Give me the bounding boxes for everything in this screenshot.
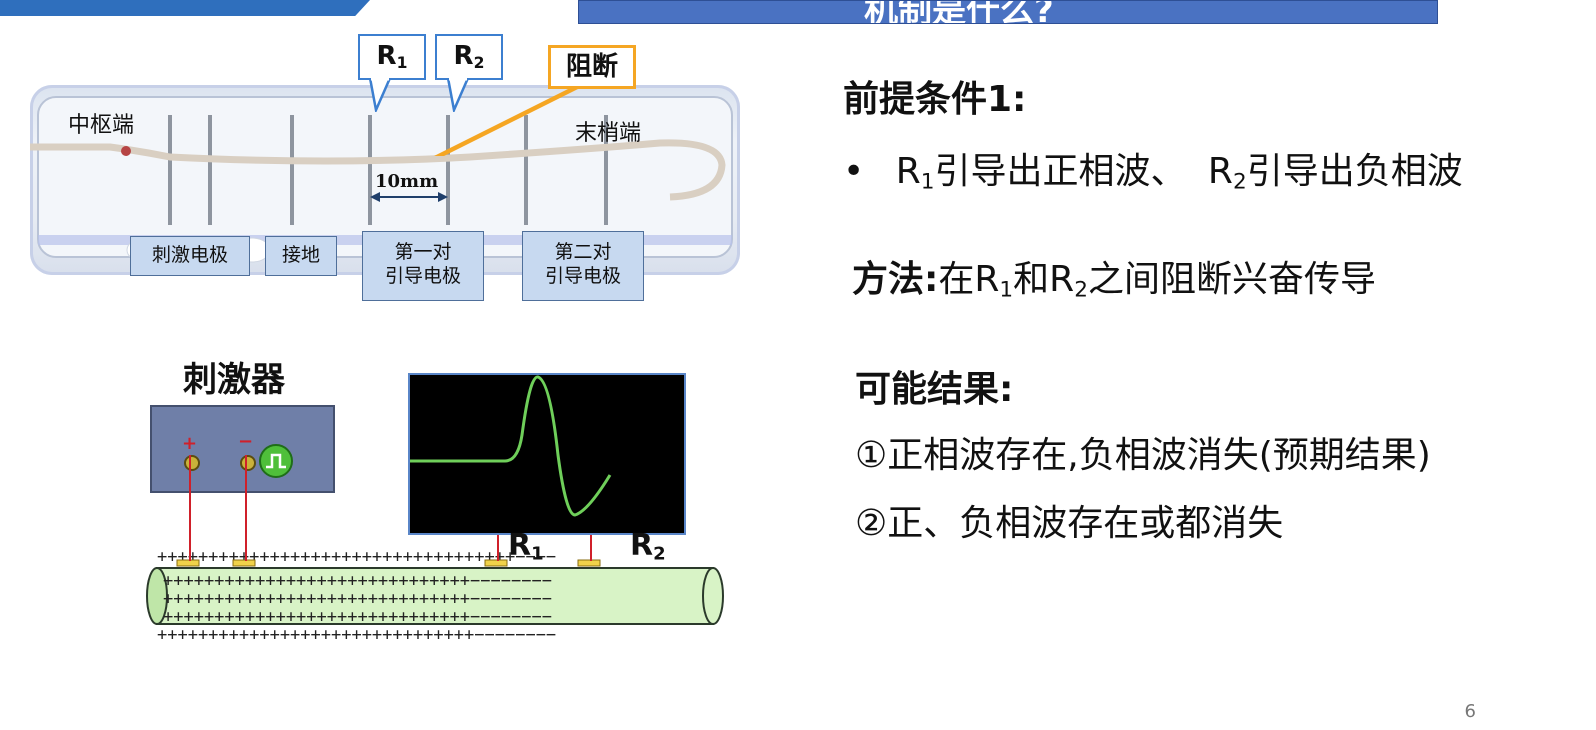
r2-callout-pointer	[446, 78, 470, 112]
schematic-r1-label: R1	[508, 528, 544, 565]
ground-electrode-label: 接地	[265, 236, 337, 276]
nerve-chamber-photo: 中枢端 末梢端 10mm	[30, 85, 740, 275]
premise-bullet: • R1引导出正相波、 R2引导出负相波	[843, 151, 1463, 195]
lead-pair1-label: 第一对 引导电极	[362, 231, 484, 301]
schematic-r2-label: R2	[630, 528, 666, 565]
nerve-fiber	[30, 139, 726, 201]
central-end-label: 中枢端	[68, 113, 135, 138]
minus-terminal-label: −	[238, 431, 254, 452]
svg-text:++++++++++++++++++++++++++++++: +++++++++++++++++++++++++++++++++++−−−−	[157, 547, 556, 567]
electrode-rods	[168, 115, 608, 225]
plus-terminal-label: +	[182, 433, 198, 454]
slide-title: 机制是什么?	[864, 0, 1054, 24]
svg-text:++++++++++++++++++++++++++++++: ++++++++++++++++++++++++++++++−−−−−−−−	[163, 589, 552, 609]
result-1: ①正相波存在,负相波消失(预期结果)	[855, 435, 1431, 476]
lead-pair2-line1: 第二对	[554, 241, 612, 263]
peripheral-end-label: 末梢端	[575, 121, 642, 146]
lead-wires	[189, 455, 592, 561]
distance-label: 10mm	[375, 171, 439, 192]
svg-text:++++++++++++++++++++++++++++++: ++++++++++++++++++++++++++++++−−−−−−−−	[163, 571, 552, 591]
oscilloscope-screen	[408, 373, 686, 535]
svg-text:++++++++++++++++++++++++++++++: ++++++++++++++++++++++++++++++−−−−−−−−	[163, 607, 552, 627]
pulse-icon	[259, 444, 293, 478]
method-heading: 方法:	[852, 259, 939, 300]
stimulator-title: 刺激器	[183, 360, 285, 400]
method-line: 方法:在R1和R2之间阻断兴奋传导	[852, 259, 1376, 303]
lead-pair1-line2: 引导电极	[384, 265, 461, 287]
r2-callout: R2	[435, 34, 503, 80]
biphasic-waveform	[410, 375, 612, 517]
r1-callout: R1	[358, 34, 426, 80]
lead-pair2-label: 第二对 引导电极	[522, 231, 644, 301]
page-number: 6	[1464, 701, 1476, 722]
lead-pair2-line2: 引导电极	[544, 265, 621, 287]
nerve-fiber-schematic: +++++++++++++++++++++++++++++++++++−−−− …	[146, 547, 724, 645]
bullet-dot: •	[843, 151, 865, 192]
stimulator-terminals	[184, 444, 293, 478]
block-pointer-line	[434, 84, 588, 156]
nerve-chamber-drawing	[30, 96, 733, 263]
stimulator-box: + −	[150, 405, 335, 493]
svg-text:++++++++++++++++++++++++++++++: +++++++++++++++++++++++++++++++−−−−−−−−	[157, 625, 556, 645]
header-accent-bar	[0, 0, 370, 16]
block-callout: 阻断	[548, 45, 636, 89]
stim-electrode-label: 刺激电极	[130, 236, 250, 276]
nerve-stump	[121, 146, 131, 156]
lead-pair1-line1: 第一对	[394, 241, 452, 263]
result-2: ②正、负相波存在或都消失	[855, 503, 1284, 544]
r1-callout-pointer	[368, 78, 392, 112]
premise-heading: 前提条件1:	[843, 79, 1027, 120]
slide-title-bar: 机制是什么?	[578, 0, 1438, 24]
results-heading: 可能结果:	[855, 369, 1014, 410]
